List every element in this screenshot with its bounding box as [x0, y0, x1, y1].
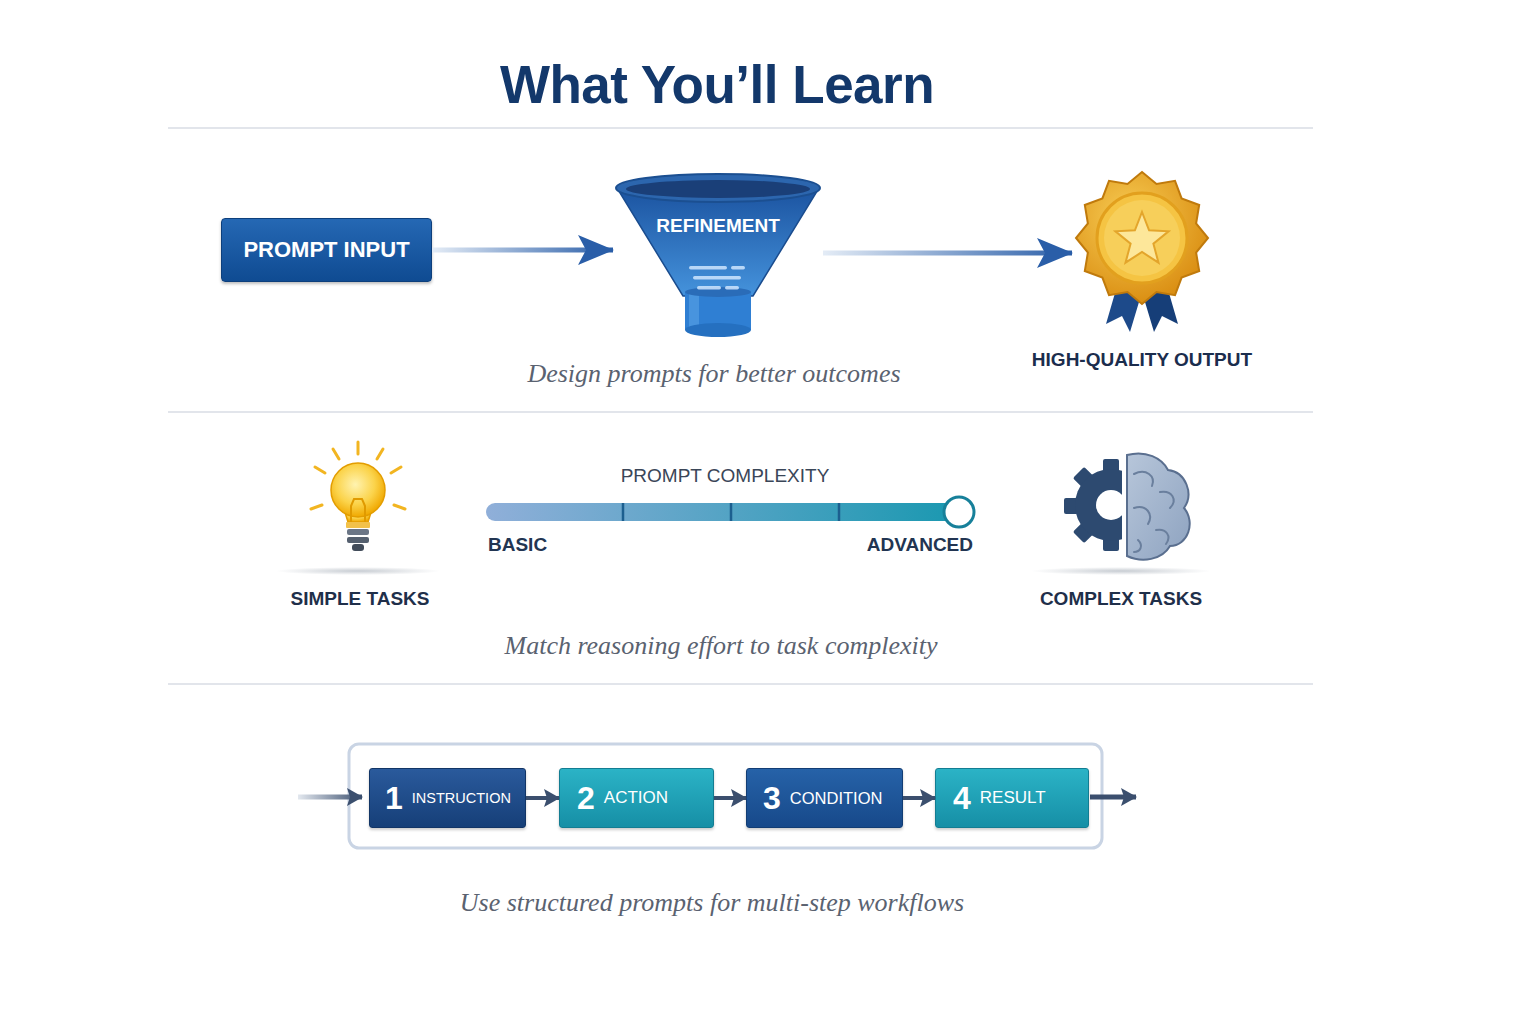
flow-arrow [526, 796, 559, 800]
section-dividers [168, 128, 1313, 684]
workflow-frame [298, 744, 1136, 848]
icon-label: SIMPLE TASKS [230, 588, 490, 611]
funnel-node: REFINEMENT [613, 170, 823, 340]
flow-arrow [903, 796, 935, 800]
caption-text: Match reasoning effort to task complexit… [321, 630, 1121, 661]
gear-brain-icon [1031, 453, 1211, 575]
step-box: 4 RESULT [935, 768, 1089, 828]
node-label: REFINEMENT [613, 215, 823, 237]
step-number: 1 [385, 780, 403, 817]
caption-text: Design prompts for better outcomes [364, 358, 1064, 389]
node-label: PROMPT INPUT [243, 237, 409, 262]
complexity-slider [486, 497, 974, 527]
lightbulb-icon [276, 442, 440, 575]
axis-title: PROMPT COMPLEXITY [525, 465, 925, 488]
step-number: 2 [577, 780, 595, 817]
flow-arrow [714, 796, 746, 800]
step-number: 3 [763, 780, 781, 817]
flow-arrow [823, 251, 1072, 256]
node-label: HIGH-QUALITY OUTPUT [982, 349, 1302, 371]
badge-shape [1072, 170, 1212, 336]
badge-node: HIGH-QUALITY OUTPUT [1072, 170, 1212, 336]
node-label: RESULT [980, 788, 1046, 808]
node-label: CONDITION [790, 789, 883, 808]
caption-text: Use structured prompts for multi-step wo… [312, 887, 1112, 918]
axis-label: ADVANCED [773, 534, 973, 557]
step-number: 4 [953, 780, 971, 817]
axis-label: BASIC [488, 534, 688, 557]
step-box: 3 CONDITION [746, 768, 903, 828]
title-heading: What You’ll Learn [217, 53, 1217, 117]
node-label: ACTION [604, 788, 668, 808]
flow-arrow [432, 248, 613, 253]
step-box: 2 ACTION [559, 768, 714, 828]
node-label: INSTRUCTION [412, 790, 511, 807]
input-box: PROMPT INPUT [221, 218, 432, 282]
icon-label: COMPLEX TASKS [991, 588, 1251, 611]
step-box: 1 INSTRUCTION [369, 768, 526, 828]
funnel-shape [613, 170, 823, 340]
